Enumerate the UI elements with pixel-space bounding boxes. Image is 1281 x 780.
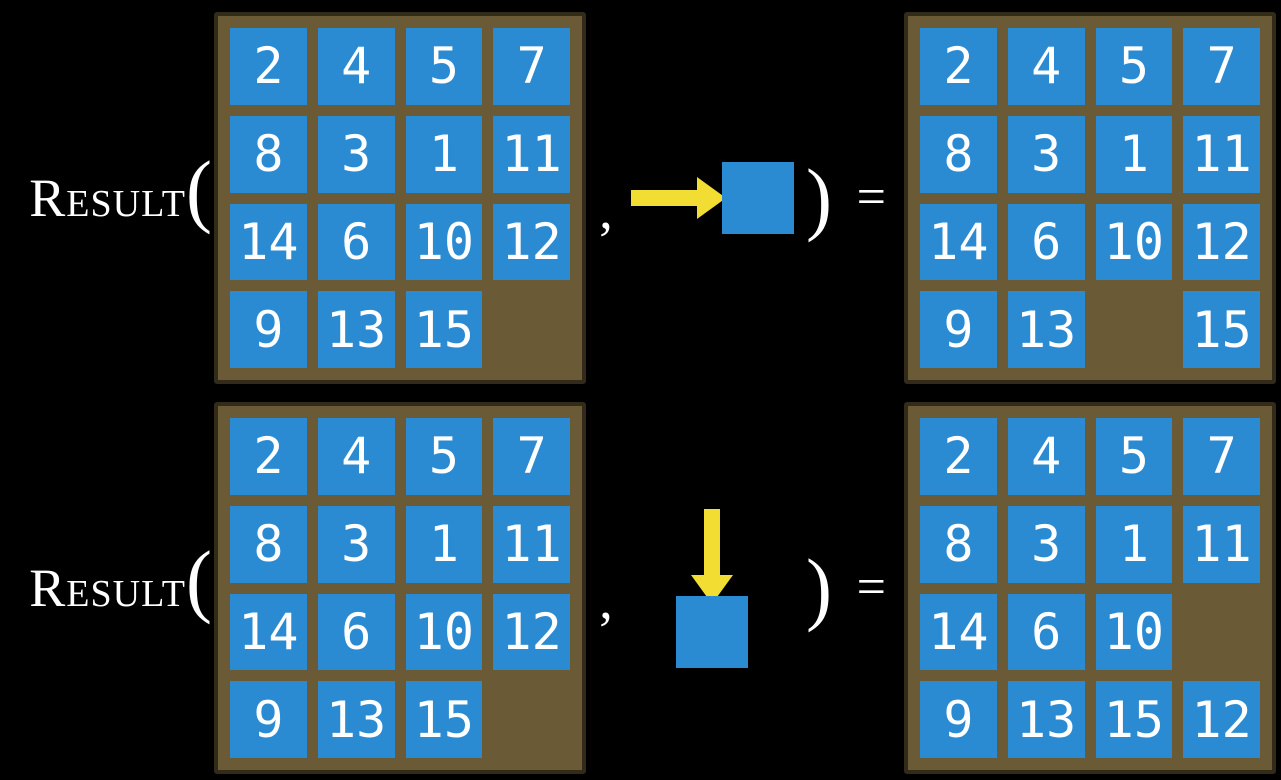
- puzzle-tile: 1: [1095, 115, 1173, 193]
- puzzle-tile: 4: [1007, 28, 1085, 105]
- puzzle-tile: 4: [317, 418, 395, 495]
- puzzle-tile: 11: [1183, 115, 1260, 193]
- move-operand-down: [628, 508, 796, 668]
- move-tile: [721, 162, 794, 234]
- puzzle-tile: 8: [920, 505, 997, 583]
- close-equals: ) =: [806, 152, 886, 243]
- comma-separator: ,: [599, 570, 613, 630]
- puzzle-tile: 5: [405, 418, 483, 495]
- function-label: Result(: [29, 534, 212, 625]
- puzzle-tile: 11: [493, 505, 570, 583]
- equals-sign: =: [856, 559, 886, 616]
- puzzle-tile: 14: [920, 203, 997, 281]
- puzzle-tile: 3: [1007, 505, 1085, 583]
- puzzle-tile: 10: [405, 203, 483, 281]
- puzzle-tile: 12: [1183, 203, 1260, 281]
- puzzle-tile: 8: [230, 115, 307, 193]
- puzzle-tile: 7: [1183, 418, 1260, 495]
- move-tile: [676, 595, 748, 668]
- puzzle-tile: 14: [920, 593, 997, 671]
- puzzle-tile: 8: [920, 115, 997, 193]
- puzzle-tile: 7: [493, 28, 570, 105]
- puzzle-tile: 10: [1095, 593, 1173, 671]
- puzzle-tile: 2: [920, 28, 997, 105]
- puzzle-tile: 7: [1183, 28, 1260, 105]
- arrow-down-icon: [691, 508, 733, 604]
- puzzle-tile: 4: [317, 28, 395, 105]
- puzzle-tile: 6: [317, 203, 395, 281]
- puzzle-tile: 12: [493, 593, 570, 671]
- puzzle-tile: 13: [317, 681, 395, 758]
- puzzle-tile: 14: [230, 593, 307, 671]
- puzzle-tile: 13: [1007, 681, 1085, 758]
- puzzle-blank-space: [493, 291, 570, 368]
- puzzle-tile: 4: [1007, 418, 1085, 495]
- equals-sign: =: [856, 169, 886, 226]
- move-operand-right: [628, 162, 796, 234]
- puzzle-blank-space: [1096, 291, 1173, 368]
- puzzle-tile: 3: [317, 115, 395, 193]
- puzzle-tile: 13: [1007, 291, 1085, 368]
- puzzle-tile: 15: [1183, 291, 1260, 368]
- puzzle-tile: 2: [230, 28, 307, 105]
- puzzle-tile: 1: [405, 115, 483, 193]
- puzzle-tile: 11: [1183, 505, 1260, 583]
- puzzle-tile: 9: [230, 681, 307, 758]
- puzzle-tile: 15: [405, 681, 483, 758]
- puzzle-tile: 1: [1095, 505, 1173, 583]
- function-name: Result: [29, 558, 187, 618]
- puzzle-tile: 2: [920, 418, 997, 495]
- puzzle-tile: 9: [920, 681, 997, 758]
- puzzle-tile: 6: [1007, 203, 1085, 281]
- puzzle-tile: 15: [405, 291, 483, 368]
- puzzle-tile: 12: [1183, 681, 1260, 758]
- puzzle-tile: 3: [1007, 115, 1085, 193]
- comma-separator: ,: [599, 180, 613, 240]
- puzzle-tile: 11: [493, 115, 570, 193]
- puzzle-tile: 12: [493, 203, 570, 281]
- puzzle-tile: 6: [317, 593, 395, 671]
- puzzle-tile: 10: [405, 593, 483, 671]
- puzzle-tile: 3: [317, 505, 395, 583]
- puzzle-tile: 6: [1007, 593, 1085, 671]
- puzzle-tile: 5: [1095, 28, 1173, 105]
- puzzle-tile: 15: [1095, 681, 1173, 758]
- puzzle-tile: 8: [230, 505, 307, 583]
- puzzle-tile: 1: [405, 505, 483, 583]
- function-label: Result(: [29, 144, 212, 235]
- puzzle-tile: 14: [230, 203, 307, 281]
- close-equals: ) =: [806, 542, 886, 633]
- puzzle-tile: 9: [230, 291, 307, 368]
- function-name: Result: [29, 168, 187, 228]
- puzzle-tile: 5: [405, 28, 483, 105]
- puzzle-tile: 13: [317, 291, 395, 368]
- puzzle-tile: 7: [493, 418, 570, 495]
- arrow-right-icon: [630, 177, 726, 219]
- puzzle-tile: 2: [230, 418, 307, 495]
- puzzle-tile: 9: [920, 291, 997, 368]
- puzzle-tile: 5: [1095, 418, 1173, 495]
- puzzle-blank-space: [1183, 594, 1260, 671]
- puzzle-blank-space: [493, 681, 570, 758]
- puzzle-tile: 10: [1095, 203, 1173, 281]
